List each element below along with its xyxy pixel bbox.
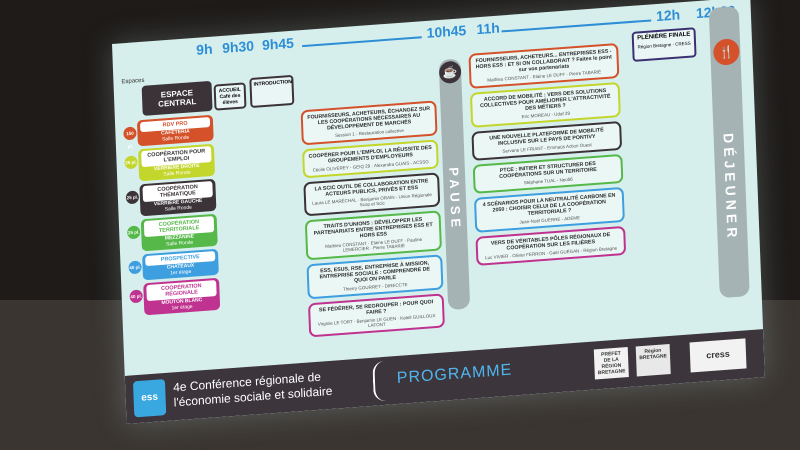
pleniere-people: Région Bretagne · CRESS (637, 40, 691, 50)
time-label: 9h45 (261, 34, 295, 54)
timeline-line (302, 36, 422, 48)
session-card: COOPÉRER POUR L'EMPLOI, LA RÉUSSITE DES … (302, 139, 439, 179)
time-label: 10h45 (426, 22, 467, 41)
session-card: VERS DE VÉRITABLES PÔLES RÉGIONAUX DE CO… (475, 225, 627, 266)
time-label: 9h (195, 40, 213, 58)
time-label: 11h (476, 19, 501, 38)
session-card: FOURNISSEURS, ACHETEURS... ENTREPRISES E… (468, 42, 620, 89)
espace-central: ESPACE CENTRAL (141, 80, 213, 116)
timeline-line (501, 19, 652, 33)
capacity-badge: 40 pl. (129, 289, 143, 304)
session-card: ACCORD DE MOBILITÉ : VERS DES SOLUTIONS … (469, 81, 621, 128)
session-card: TRAITS D'UNIONS : DÉVELOPPER LES PARTENA… (304, 210, 442, 261)
region-bretagne-logo: Région BRETAGNE (635, 343, 671, 377)
capacity-badge: 25 pl. (127, 225, 141, 240)
session-card: LA SCIC OUTIL DE COLLABORATION ENTRE ACT… (303, 172, 441, 217)
capacity-badge: 25 pl. (125, 190, 140, 205)
pause-bar: PAUSE (438, 58, 471, 311)
session-card: 4 SCÉNARIOS POUR LA NEUTRALITÉ CARBONE E… (473, 186, 625, 233)
introduction-box: INTRODUCTION (249, 74, 295, 109)
time-label: 12h (655, 6, 681, 25)
session-card: FOURNISSEURS, ACHETEURS, ÉCHANGEZ SUR LE… (300, 100, 438, 146)
ess-logo: ess (132, 379, 167, 418)
capacity-badge: 25 pl. (124, 155, 138, 170)
capacity-badge: 40 pl. (128, 260, 142, 275)
cress-logo: cress (689, 338, 747, 373)
session-card: SE FÉDÉRER, SE REGROUPER : POUR QUOI FAI… (307, 293, 445, 338)
separator (372, 360, 388, 402)
capacity-badge: 150 pl. (123, 126, 137, 149)
prefet-logo: PRÉFET DE LA RÉGION BRETAGNE (593, 347, 629, 380)
time-label: 9h30 (221, 37, 255, 56)
programme-label: PROGRAMME (396, 361, 513, 388)
session-card: ESS, ESUS, RSE, ENTREPRISE À MISSION, EN… (306, 254, 444, 300)
projected-slide: 9h 9h30 9h45 10h45 11h 12h 12h30 Espaces… (112, 0, 765, 424)
sessions-morning-2: FOURNISSEURS, ACHETEURS... ENTREPRISES E… (468, 42, 627, 270)
accueil-box: ACCUEIL Café des élèves (213, 82, 247, 111)
sessions-morning-1: FOURNISSEURS, ACHETEURS, ÉCHANGEZ SUR LE… (300, 100, 446, 341)
